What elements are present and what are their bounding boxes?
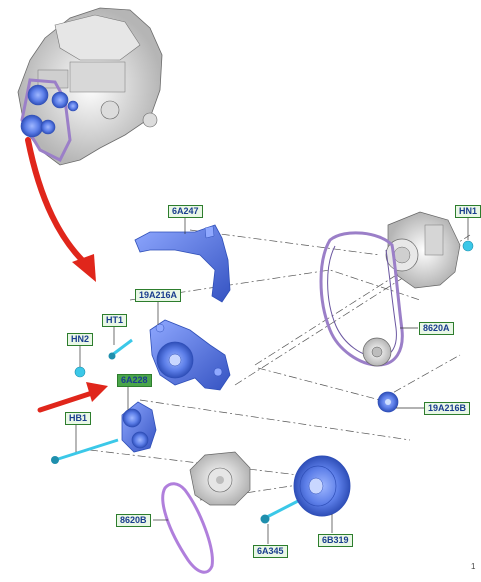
callout-8620A: 8620A (419, 322, 454, 335)
callout-19A216A: 19A216A (135, 289, 182, 302)
callout-6A247: 6A247 (168, 205, 203, 218)
part-HN2-nut (74, 366, 86, 378)
part-8620B-belt (161, 482, 214, 574)
part-idler-pulley-grey (362, 337, 392, 367)
part-6A345-bolt (260, 498, 301, 524)
part-19A216B-idler (377, 391, 399, 413)
red-pointer-arrow-small (37, 382, 108, 413)
part-HT1-bolt (108, 338, 133, 360)
callout-leader-lines (75, 216, 469, 544)
callout-6A345: 6A345 (253, 545, 288, 558)
part-19A216A-idler-assembly (149, 319, 231, 391)
part-water-pump (189, 451, 251, 506)
page-marker: 1 (471, 562, 476, 571)
callout-HT1: HT1 (102, 314, 128, 327)
callout-6B319: 6B319 (318, 534, 353, 547)
callout-HN2: HN2 (67, 333, 94, 346)
callout-8620B: 8620B (116, 514, 151, 527)
callout-HN1: HN1 (455, 205, 481, 218)
part-ac-compressor (385, 211, 461, 289)
part-HB1-bolt (51, 438, 119, 464)
callout-6A228: 6A228 (117, 374, 152, 387)
part-6A247-cover (134, 224, 231, 303)
engine-overview-illustration (17, 7, 163, 166)
callout-19A216B: 19A216B (424, 402, 471, 415)
part-6B319-crank-pulley (293, 455, 351, 517)
part-6A228-tensioner (121, 401, 157, 453)
callout-HB1: HB1 (65, 412, 92, 425)
red-pointer-arrow-large (25, 137, 96, 282)
part-HN1-nut (462, 240, 474, 252)
